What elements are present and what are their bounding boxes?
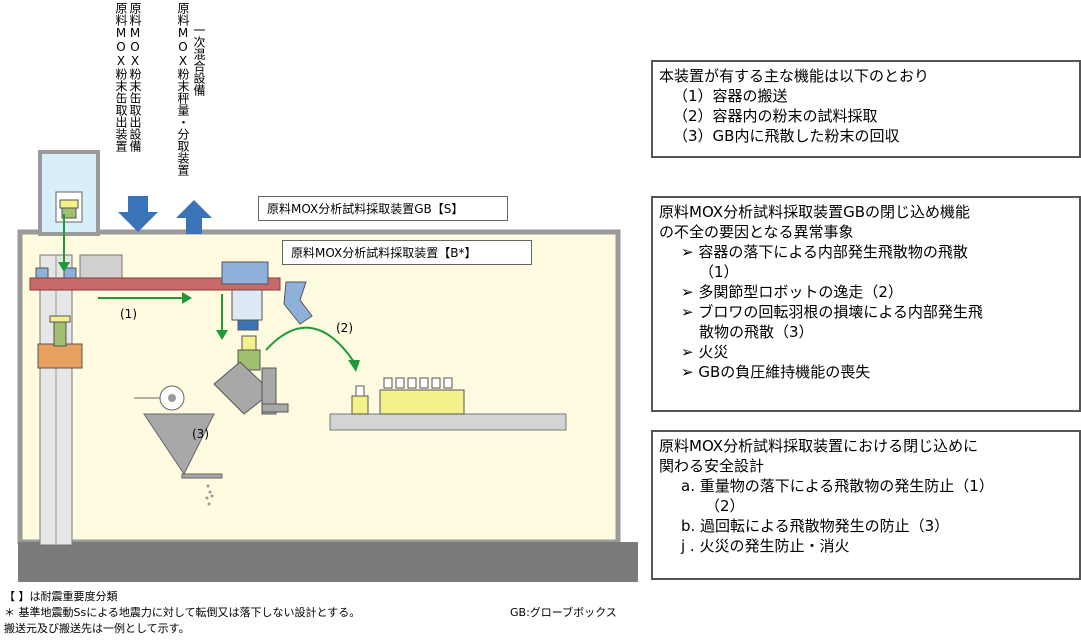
functions-item: （1）容器の搬送 — [673, 87, 788, 105]
arrow-out-up — [176, 200, 212, 234]
robot-head — [221, 261, 269, 285]
device-label: 原料MOX分析試料採取装置【B*】 — [282, 240, 532, 265]
events-item: ➢ 多関節型ロボットの逸走（2） — [681, 283, 903, 301]
safety-title-2: 関わる安全設計 — [659, 457, 765, 475]
safety-item: j . 火災の発生防止・消火 — [681, 537, 850, 555]
note-gb-definition: GB:グローブボックス — [510, 606, 617, 619]
functions-title: 本装置が有する主な機能は以下のとおり — [659, 67, 930, 85]
mark-1: (1) — [120, 307, 137, 321]
events-item: ➢ 容器の落下による内部発生飛散物の飛散 — [681, 243, 968, 261]
note-seismic-class: 【 】は耐震重要度分類 — [4, 590, 118, 603]
functions-box: 本装置が有する主な機能は以下のとおり （1）容器の搬送 （2）容器内の粉末の試料… — [651, 60, 1081, 158]
arrow-arc — [265, 326, 355, 363]
mark-2: (2) — [336, 321, 353, 335]
note-design: ＊ 基準地震動Ssによる地震力に対して転倒又は落下しない設計とする。 — [4, 606, 361, 619]
equipment-diagram: (1) (2) (3) — [17, 150, 638, 582]
safety-title-1: 原料MOX分析試料採取装置における閉じ込めに — [659, 437, 979, 455]
ground — [18, 542, 638, 582]
events-item: ➢ ブロワの回転羽根の損壊による内部発生飛 — [681, 303, 983, 321]
hopper — [143, 413, 215, 475]
horizontal-rail — [29, 277, 281, 291]
events-item: ➢ 火災 — [681, 343, 729, 361]
work-table — [329, 413, 567, 431]
mark-3: (3) — [192, 427, 209, 441]
gb-label: 原料MOX分析試料採取装置GB【S】 — [258, 196, 508, 221]
note-example: 搬送元及び搬送先は一例として示す。 — [4, 622, 190, 635]
events-item: 散物の飛散（3） — [699, 323, 814, 341]
label-equip1: 原料MOX粉末缶取出装置 — [114, 2, 128, 152]
functions-item: （3）GB内に飛散した粉末の回収 — [673, 127, 900, 145]
label-equip4: 一次混合設備 — [192, 24, 206, 96]
arrow-in-down — [118, 196, 158, 232]
safety-item: b. 過回転による飛散物発生の防止（3） — [681, 517, 950, 535]
events-box: 原料MOX分析試料採取装置GBの閉じ込め機能 の不全の要因となる異常事象 ➢ 容… — [651, 196, 1081, 412]
events-item: （1） — [699, 263, 739, 281]
events-title-2: の不全の要因となる異常事象 — [659, 223, 854, 241]
label-equip3: 原料MOX粉末秤量・分取装置 — [176, 2, 190, 176]
label-equip2: 原料MOX粉末缶取出設備 — [128, 2, 142, 152]
functions-item: （2）容器内の粉末の試料採取 — [673, 107, 878, 125]
safety-box: 原料MOX分析試料採取装置における閉じ込めに 関わる安全設計 a. 重量物の落下… — [651, 430, 1081, 580]
events-item: ➢ GBの負圧維持機能の喪失 — [681, 363, 871, 381]
events-title-1: 原料MOX分析試料採取装置GBの閉じ込め機能 — [659, 203, 970, 221]
safety-item: a. 重量物の落下による飛散物の発生防止（1） — [681, 477, 994, 495]
safety-item: （2） — [705, 497, 745, 515]
